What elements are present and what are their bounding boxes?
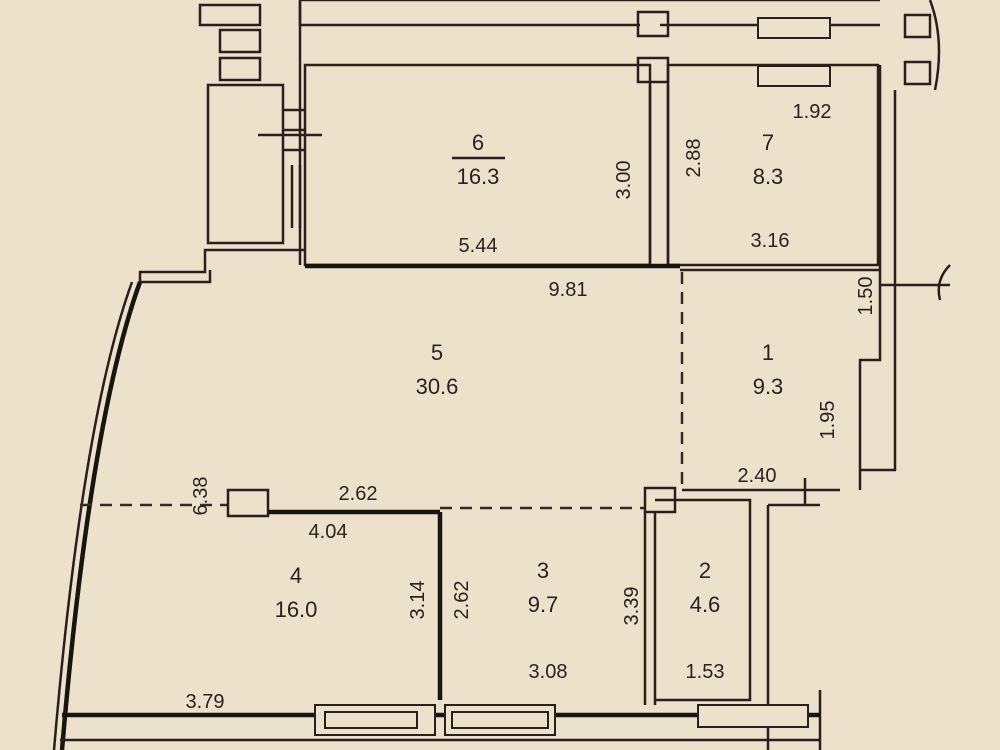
- dim-room1-width: 2.40: [738, 465, 777, 487]
- room-6-area: 16.3: [457, 164, 500, 189]
- dim-room3-width: 3.08: [529, 661, 568, 683]
- dimension-labels: 5.44 3.00 1.92 2.88 3.16 9.81 1.50 1.95 …: [186, 101, 877, 713]
- room-labels: 6 16.3 7 8.3 5 30.6 1 9.3 4 16.0 3 9.7 2…: [275, 130, 784, 622]
- dim-room6-height: 3.00: [613, 161, 635, 200]
- room-5-area: 30.6: [416, 374, 459, 399]
- room-1-area: 9.3: [753, 374, 784, 399]
- room-4-area: 16.0: [275, 597, 318, 622]
- dim-room4-left: 6.38: [190, 477, 212, 516]
- dim-room7-height: 2.88: [683, 139, 705, 178]
- dim-room4-width: 4.04: [309, 521, 348, 543]
- room-3-number: 3: [537, 558, 549, 583]
- room-7-area: 8.3: [753, 164, 784, 189]
- room-1-number: 1: [762, 340, 774, 365]
- dim-room4-top: 2.62: [339, 483, 378, 505]
- dim-room5-width: 9.81: [549, 279, 588, 301]
- dim-room2-width: 1.53: [686, 661, 725, 683]
- dim-room3-right: 3.39: [621, 587, 643, 626]
- walls: [52, 0, 951, 750]
- dim-room4-height: 3.14: [407, 581, 429, 620]
- room-2-area: 4.6: [690, 592, 721, 617]
- dim-room1-upper: 1.50: [855, 277, 877, 316]
- room-7-number: 7: [762, 130, 774, 155]
- dim-room3-left: 2.62: [451, 581, 473, 620]
- dim-room4-bottom: 3.79: [186, 691, 225, 713]
- room-6-number: 6: [472, 130, 484, 155]
- dim-room6-width: 5.44: [459, 235, 498, 257]
- room-5-number: 5: [431, 340, 443, 365]
- room-4-number: 4: [290, 563, 302, 588]
- dim-room1-lower: 1.95: [817, 401, 839, 440]
- room-3-area: 9.7: [528, 592, 559, 617]
- room-2-number: 2: [699, 558, 711, 583]
- dim-room7-top: 1.92: [793, 101, 832, 123]
- dim-room7-width: 3.16: [751, 230, 790, 252]
